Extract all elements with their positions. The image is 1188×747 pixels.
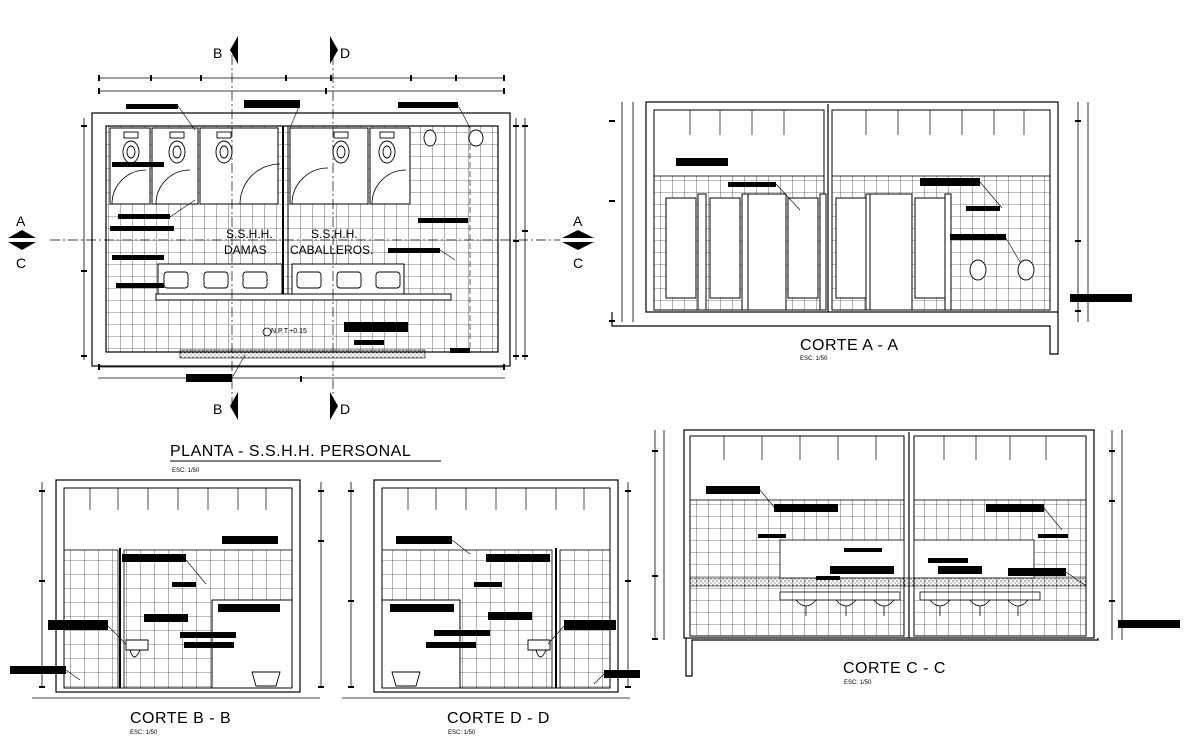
section-dd-title: CORTE D - D <box>447 710 550 727</box>
marker-label: A <box>573 213 583 229</box>
marker-label: D <box>340 401 350 417</box>
section-cc: CORTE C - C ESC: 1/50 <box>652 429 1180 686</box>
plan-title: PLANTA - S.S.H.H. PERSONAL <box>170 443 411 460</box>
room-label-damas-1: S.S.H.H. <box>226 227 273 241</box>
room-label-damas-2: DAMAS <box>224 243 267 257</box>
section-marker-a-right: A C <box>562 213 594 271</box>
room-label-caballeros-2: CABALLEROS. <box>290 243 373 257</box>
section-aa-title: CORTE A - A <box>800 337 899 354</box>
marker-label: D <box>340 45 350 61</box>
plan-dimensions <box>83 77 526 379</box>
section-bb-title: CORTE B - B <box>130 710 231 727</box>
section-marker-d-top: D <box>330 36 350 64</box>
floor-level-label: N.P.T.+0.15 <box>271 328 307 335</box>
section-marker-d-bottom: D <box>330 392 350 420</box>
section-marker-b-bottom: B <box>213 392 238 420</box>
room-label-caballeros-1: S.S.H.H. <box>311 227 358 241</box>
section-dd: CORTE D - D ESC: 1/50 <box>342 479 640 736</box>
marker-label: C <box>573 255 583 271</box>
section-cc-title: CORTE C - C <box>843 660 946 677</box>
marker-label: B <box>213 45 222 61</box>
section-aa-scale: ESC: 1/50 <box>800 356 828 362</box>
marker-label: A <box>16 213 26 229</box>
section-cc-scale: ESC: 1/50 <box>844 680 872 686</box>
section-dd-scale: ESC: 1/50 <box>448 730 476 736</box>
floor-plan: B D B D A C A C S.S.H.H. DAMAS S.S.H.H. … <box>8 36 594 474</box>
plan-scale: ESC: 1/50 <box>172 468 200 474</box>
section-bb: CORTE B - B ESC: 1/50 <box>10 479 324 736</box>
marker-label: C <box>16 255 26 271</box>
section-marker-b-top: B <box>213 36 238 64</box>
section-aa: CORTE A - A ESC: 1/50 <box>609 101 1132 362</box>
section-marker-a-left: A C <box>8 213 36 271</box>
section-bb-scale: ESC: 1/50 <box>130 730 158 736</box>
marker-label: B <box>213 401 222 417</box>
